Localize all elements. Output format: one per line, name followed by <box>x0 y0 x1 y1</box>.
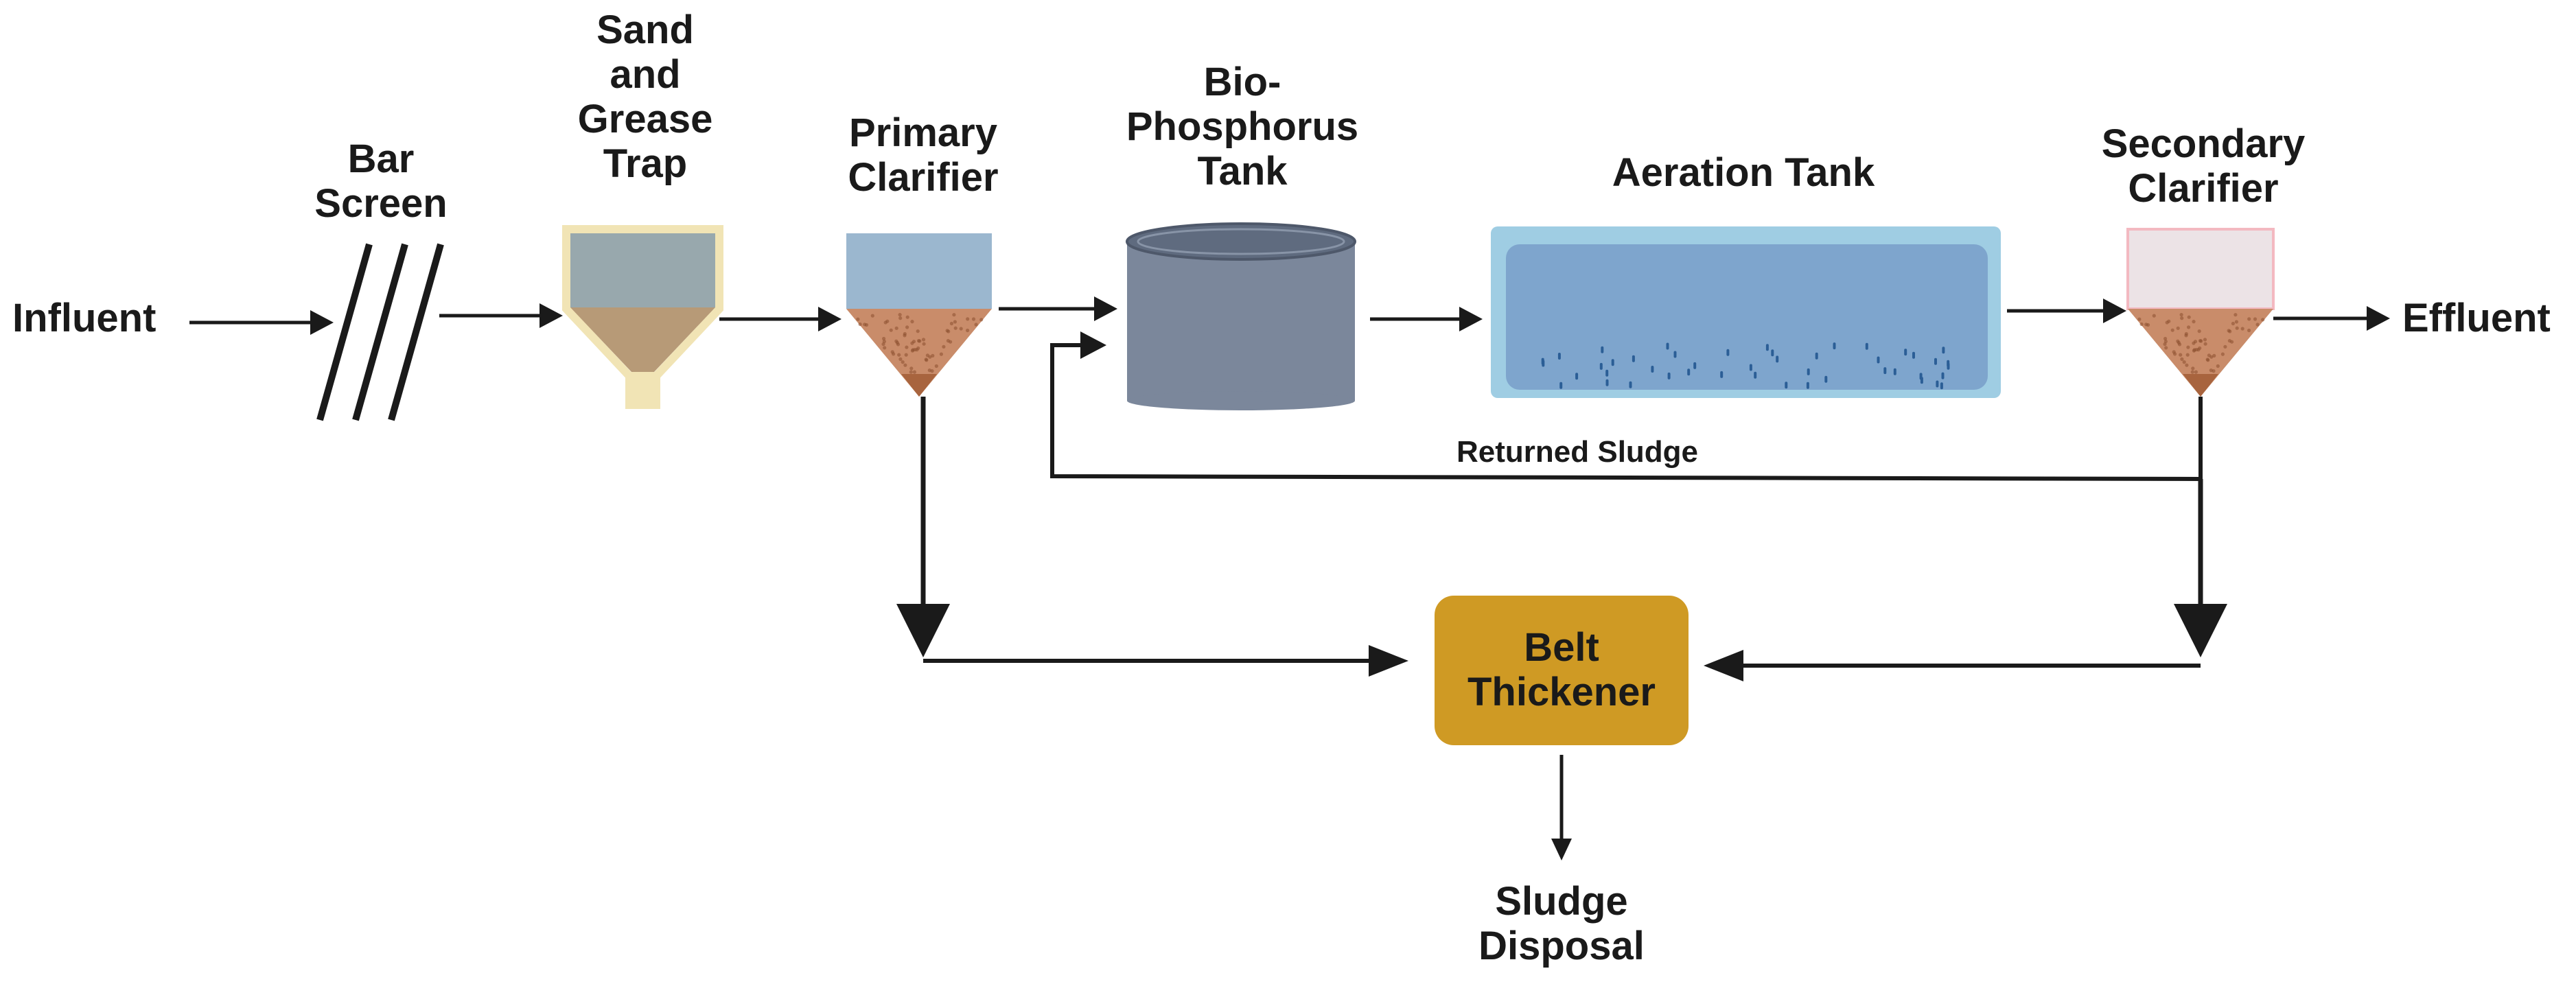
belt-thickener-label: Belt Thickener <box>1467 625 1656 714</box>
effluent-label: Effluent <box>2402 296 2551 340</box>
sand-grease-trap-label: Sand and Grease Trap <box>577 8 713 186</box>
returned-sludge-line <box>1050 343 2203 482</box>
belt-thickener-box: Belt Thickener <box>1435 596 1689 745</box>
sludge-disposal-label: Sludge Disposal <box>1478 879 1645 968</box>
bio-phosphorus-tank-label: Bio- Phosphorus Tank <box>1126 60 1359 194</box>
aeration-tank-label: Aeration Tank <box>1612 150 1875 195</box>
bar-screen-label: Bar Screen <box>314 137 448 226</box>
bar-screen-icon <box>316 243 444 421</box>
secondary-clarifier-icon <box>2126 228 2275 397</box>
returned-sludge-label: Returned Sludge <box>1457 435 1699 469</box>
flow-lines <box>189 296 2390 861</box>
secondary-clarifier-label: Secondary Clarifier <box>2101 121 2306 211</box>
sand-grease-trap-icon <box>562 225 723 409</box>
aeration-tank-icon <box>1491 226 2001 398</box>
primary-clarifier-label: Primary Clarifier <box>848 110 999 200</box>
primary-clarifier-icon <box>846 233 992 397</box>
influent-label: Influent <box>12 296 156 340</box>
bio-phosphorus-tank-icon <box>1126 222 1356 410</box>
